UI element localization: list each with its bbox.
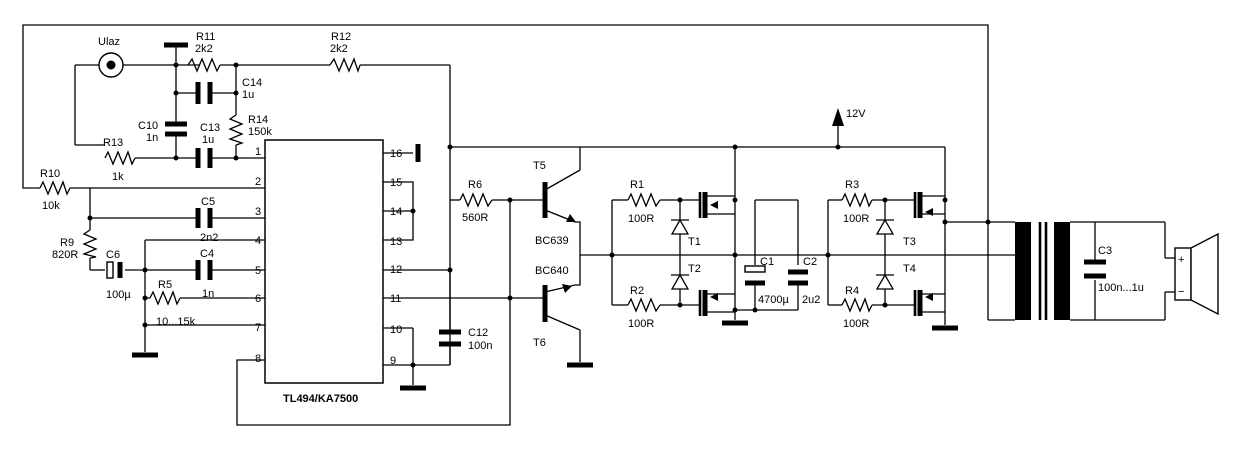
mosfet-t2: T2	[688, 263, 735, 316]
ic-pins-5-label: 6	[255, 293, 261, 305]
components-r14-value-label: 150k	[248, 126, 272, 138]
ic-pins-12-label: 13	[390, 236, 402, 248]
ic-pins-2-label: 3	[255, 206, 261, 218]
components-c5-ref-label: C5	[201, 196, 215, 208]
transistor-t5: T5 BC639	[533, 160, 581, 247]
ic-pins-11-label: 12	[390, 264, 402, 276]
components-r14-ref-label: R14	[248, 114, 268, 126]
supply-label: 12V	[846, 108, 866, 120]
components-c14-ref-label: C14	[242, 77, 262, 89]
components-r9-value-label: 820R	[52, 249, 78, 261]
resistors	[39, 57, 873, 313]
components-t5-value-label: BC639	[535, 235, 569, 247]
supply-12v: 12V	[832, 108, 866, 126]
components-r4-ref-label: R4	[845, 285, 859, 297]
components-r10-ref-label: R10	[40, 168, 60, 180]
components-c5-value-label: 2n2	[200, 232, 218, 244]
components-c3-ref-label: C3	[1098, 245, 1112, 257]
input-label: Ulaz	[98, 36, 120, 48]
ic-pins-10-label: 11	[390, 293, 401, 305]
capacitors	[106, 82, 1106, 365]
ic-pins-1-label: 2	[255, 176, 261, 188]
components-c13-value-label: 1u	[202, 134, 214, 146]
components-r10-value-label: 10k	[42, 200, 60, 212]
components-t4-ref-label: T4	[903, 263, 916, 275]
ic-pins-6-label: 7	[255, 322, 261, 334]
components-c4-ref-label: C4	[200, 248, 214, 260]
component-labels: R11 2k2 R12 2k2 C14 1u R14 150k C10 1n C…	[40, 31, 1144, 352]
components-r6-value-label: 560R	[462, 212, 488, 224]
components-t3-ref-label: T3	[903, 236, 916, 248]
components-r9-ref-label: R9	[60, 237, 74, 249]
components-t1-ref-label: T1	[688, 236, 701, 248]
components-r11-ref-label: R11	[196, 31, 215, 43]
ic-pins-14-label: 15	[390, 177, 402, 189]
components-r6-ref-label: R6	[468, 179, 482, 191]
components-r12-value-label: 2k2	[330, 43, 348, 55]
mosfet-t4: T4	[903, 263, 945, 316]
junctions	[87, 62, 991, 368]
components-c10-ref-label: C10	[138, 120, 158, 132]
ic-pins-13-label: 14	[390, 206, 402, 218]
ic-pins-8-label: 9	[390, 355, 396, 367]
components-t6-value-label: BC640	[535, 265, 569, 277]
mosfet-t3: T3	[903, 192, 945, 248]
components-c3-value-label: 100n...1u	[1098, 282, 1144, 294]
components-r13-value-label: 1k	[112, 171, 124, 183]
components-r1-ref-label: R1	[630, 179, 644, 191]
components-c14-value-label: 1u	[242, 89, 254, 101]
components-c4-value-label: 1n	[202, 288, 214, 300]
components-c6-ref-label: C6	[106, 249, 120, 261]
ic-pins-15-label: 16	[390, 148, 402, 160]
ground-symbols	[132, 42, 958, 391]
components-t5-ref-label: T5	[533, 160, 546, 172]
transistor-t6: BC640 T6	[533, 265, 581, 349]
components-r1-value-label: 100R	[628, 213, 654, 225]
speaker-minus: −	[1178, 286, 1184, 298]
output-transformer	[1015, 222, 1070, 320]
ic-pins-9-label: 10	[390, 324, 402, 336]
components-c6-value-label: 100µ	[106, 289, 131, 301]
components-r5-value-label: 10...15k	[156, 316, 196, 328]
components-r13-ref-label: R13	[103, 137, 123, 149]
components-r3-ref-label: R3	[845, 179, 859, 191]
components-c1-value-label: 4700µ	[758, 294, 789, 306]
ic-pins-3-label: 4	[255, 235, 261, 247]
speaker-plus: +	[1178, 254, 1184, 266]
components-c10-value-label: 1n	[146, 132, 158, 144]
components-r4-value-label: 100R	[843, 318, 869, 330]
components-c12-ref-label: C12	[468, 327, 488, 339]
ic-pins-0-label: 1	[255, 146, 261, 158]
components-r11-value-label: 2k2	[195, 43, 213, 55]
components-r2-ref-label: R2	[630, 285, 644, 297]
components-t6-ref-label: T6	[533, 337, 546, 349]
input-jack-icon[interactable]: Ulaz	[98, 36, 124, 78]
ic-tl494[interactable]: TL494/KA7500 1 2 3 4 5 6 7 8 9 10 11 12 …	[255, 139, 402, 405]
ic-pins-7-label: 8	[255, 353, 261, 365]
components-c1-ref-label: C1	[760, 256, 774, 268]
components-r2-value-label: 100R	[628, 318, 654, 330]
ic-pins-4-label: 5	[255, 265, 261, 277]
speaker-icon: + −	[1174, 232, 1219, 316]
components-t2-ref-label: T2	[688, 263, 701, 275]
components-c2-ref-label: C2	[803, 256, 817, 268]
components-c12-value-label: 100n	[468, 340, 492, 352]
components-r3-value-label: 100R	[843, 213, 869, 225]
diodes	[670, 218, 895, 290]
components-r5-ref-label: R5	[158, 279, 172, 291]
components-c13-ref-label: C13	[200, 122, 220, 134]
ic-name: TL494/KA7500	[283, 393, 358, 405]
mosfet-t1: T1	[688, 192, 735, 248]
components-r12-ref-label: R12	[331, 31, 351, 43]
components-c2-value-label: 2u2	[802, 294, 820, 306]
